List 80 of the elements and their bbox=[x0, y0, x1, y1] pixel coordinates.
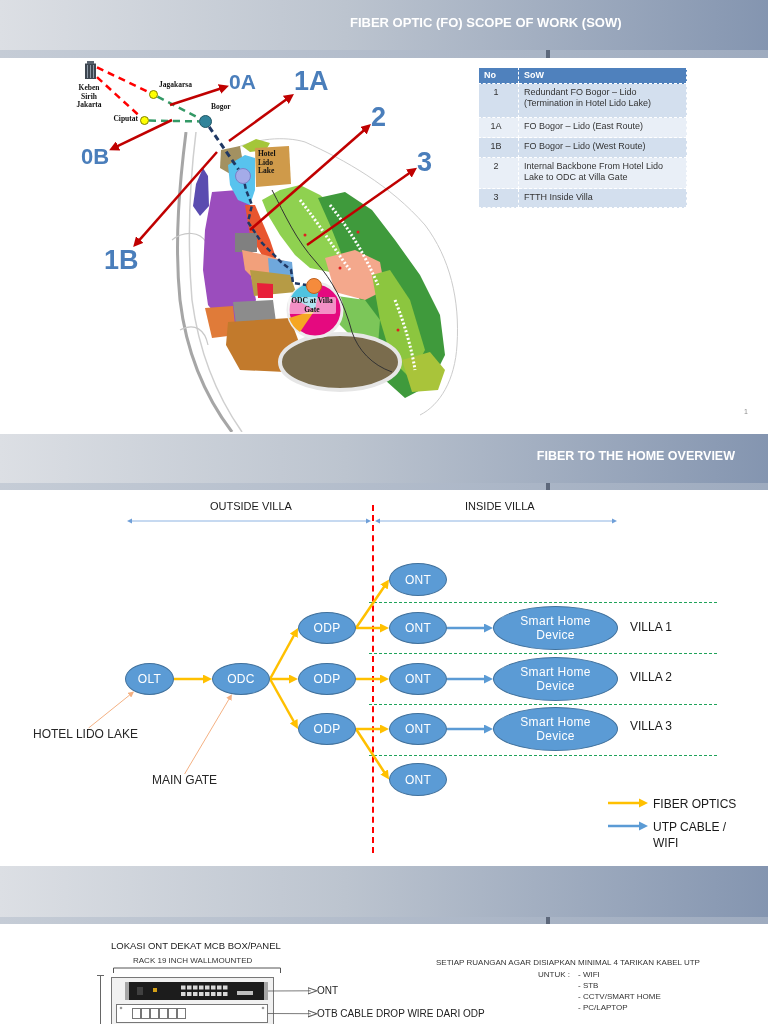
leader-line bbox=[228, 94, 294, 142]
arrow bbox=[268, 678, 298, 729]
slide-title: FIBER OPTIC (FO) SCOPE OF WORK (SOW) bbox=[350, 16, 622, 31]
section-label: INSIDE VILLA bbox=[465, 500, 535, 513]
network-node-ellipse: Smart Home Device bbox=[493, 606, 618, 650]
location-label: MAIN GATE bbox=[152, 774, 218, 788]
table-cell: Redundant FO Bogor – Lido (Termination in Hotel Lido Lake) bbox=[518, 83, 687, 118]
callout-number: 0B bbox=[81, 146, 110, 168]
route-line bbox=[243, 183, 307, 287]
network-node-ellipse: ODP bbox=[298, 663, 356, 695]
route-line bbox=[148, 119, 200, 123]
callout-number: 1B bbox=[104, 247, 139, 274]
table-header-cell: No bbox=[478, 67, 519, 84]
legend-label: FIBER OPTICS bbox=[653, 796, 737, 812]
callout-label: OTB CABLE DROP WIRE DARI ODP bbox=[317, 1008, 485, 1020]
leader-line bbox=[169, 84, 229, 107]
arrow bbox=[268, 628, 299, 680]
table-cell: 2 bbox=[478, 157, 519, 189]
leader-line bbox=[88, 691, 135, 729]
callout-number: 3 bbox=[417, 149, 433, 176]
arrow bbox=[270, 674, 298, 684]
route-line bbox=[96, 66, 150, 94]
route-line bbox=[207, 126, 240, 171]
table-cell: 3 bbox=[478, 188, 519, 208]
dimension-label: RACK 19 INCH WALLMOUNTED bbox=[133, 956, 253, 965]
leader-line bbox=[184, 694, 232, 775]
network-switch-picture bbox=[125, 982, 268, 1000]
network-node-ellipse: ODP bbox=[298, 713, 356, 745]
row-label: VILLA 1 bbox=[630, 621, 673, 635]
location-dot bbox=[140, 116, 149, 125]
network-node-ellipse: Smart Home Device bbox=[493, 707, 618, 751]
callout-number: 1A bbox=[294, 68, 329, 95]
network-node-ellipse: ONT bbox=[389, 713, 447, 745]
leader-line bbox=[306, 167, 418, 247]
leader-line bbox=[133, 151, 218, 248]
network-node-ellipse: Smart Home Device bbox=[493, 657, 618, 701]
list-item-text: - STB bbox=[578, 981, 599, 990]
table-cell: Internal Backbone From Hotel Lido Lake to ODC at Villa Gate bbox=[518, 157, 687, 189]
network-node-ellipse: OLT bbox=[125, 663, 174, 695]
list-item-text: - WIFI bbox=[578, 970, 600, 979]
building-icon bbox=[84, 61, 97, 79]
row-label: VILLA 2 bbox=[630, 671, 673, 685]
network-node-ellipse: ONT bbox=[389, 663, 447, 695]
arrow bbox=[356, 674, 389, 684]
callout-number: 2 bbox=[371, 104, 387, 131]
leader-line bbox=[249, 124, 371, 231]
network-node-ellipse: ONT bbox=[389, 612, 447, 644]
network-node-ellipse: ONT bbox=[389, 763, 447, 796]
slide-title: FIBER TO THE HOME OVERVIEW bbox=[536, 449, 735, 464]
leader-line bbox=[109, 118, 173, 151]
table-header-cell: SoW bbox=[518, 67, 687, 84]
location-dot bbox=[306, 278, 322, 294]
list-item-text: - PC/LAPTOP bbox=[578, 1003, 628, 1012]
note-text: UNTUK : bbox=[538, 970, 570, 979]
arrow bbox=[354, 728, 390, 780]
arrow bbox=[447, 724, 493, 734]
arrow bbox=[174, 674, 212, 684]
network-node-ellipse: ODP bbox=[298, 612, 356, 644]
arrow bbox=[447, 623, 493, 633]
network-node-ellipse: ONT bbox=[389, 563, 447, 596]
list-item-text: - CCTV/SMART HOME bbox=[578, 992, 661, 1001]
table-cell: 1B bbox=[478, 137, 519, 158]
table-cell: 1 bbox=[478, 83, 519, 118]
callout-label: ONT bbox=[317, 985, 339, 997]
network-node-ellipse: ODC bbox=[212, 663, 270, 695]
location-dot bbox=[199, 115, 212, 128]
location-dot bbox=[149, 90, 158, 99]
row-label: VILLA 3 bbox=[630, 720, 673, 734]
patch-panel-picture bbox=[116, 1004, 268, 1023]
table-cell: 1A bbox=[478, 117, 519, 138]
arrow bbox=[354, 579, 390, 629]
callout-number: 0A bbox=[229, 71, 256, 92]
section-label: OUTSIDE VILLA bbox=[210, 500, 292, 513]
legend-label: UTP CABLE / WIFI bbox=[653, 819, 728, 851]
note-text: SETIAP RUANGAN AGAR DISIAPKAN MINIMAL 4 TARIKAN KABEL UTP bbox=[436, 958, 700, 967]
heading-text: LOKASI ONT DEKAT MCB BOX/PANEL bbox=[111, 941, 281, 952]
location-label: HOTEL LIDO LAKE bbox=[33, 728, 138, 742]
arrow bbox=[356, 724, 389, 734]
arrow bbox=[356, 623, 389, 633]
arrow bbox=[447, 674, 493, 684]
